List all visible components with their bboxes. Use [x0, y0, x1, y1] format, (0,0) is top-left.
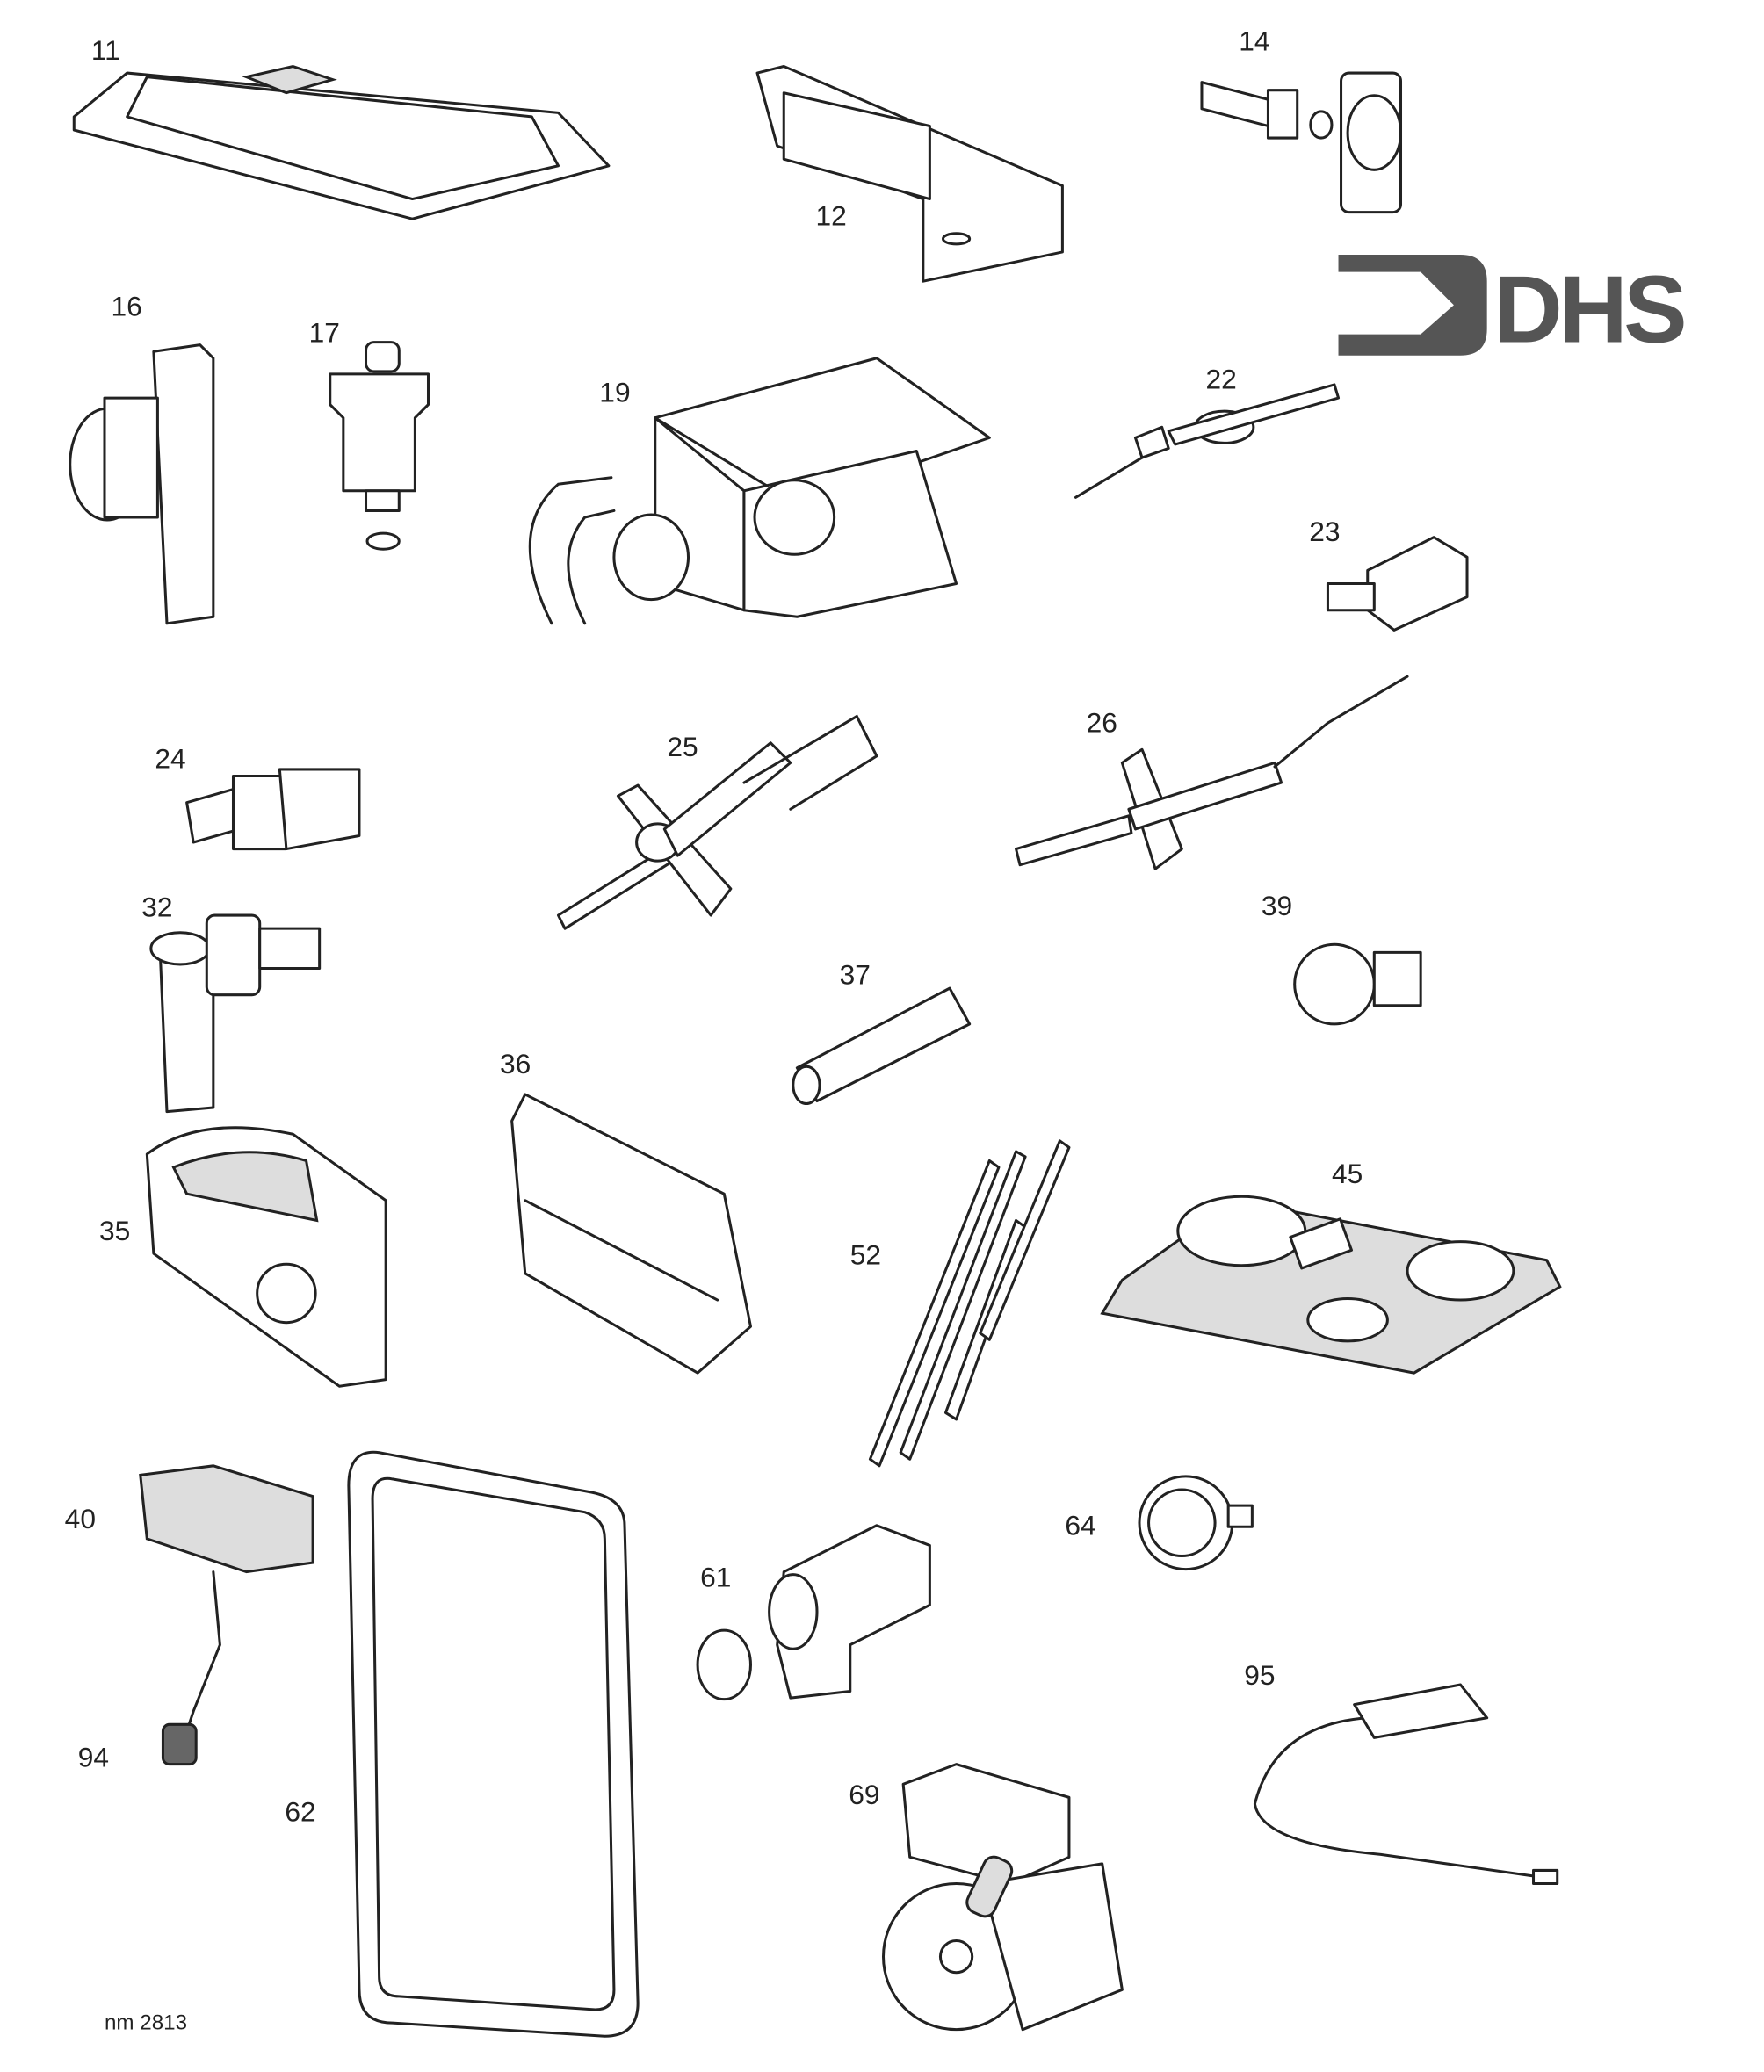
- drawing-reference: nm 2813: [105, 2011, 187, 2035]
- part-label-17: 17: [309, 317, 340, 349]
- part-26-electrode-drawing: [1015, 675, 1409, 870]
- part-52-strips-drawing: [868, 1139, 1071, 1468]
- part-22-probe-drawing: [1074, 383, 1341, 499]
- part-36-pcb-drawing: [510, 1093, 752, 1375]
- part-number-labels: 11 12 14 16 17 19 22 23 24 25 26 32 35 36 37 39 40 45 52 61…: [65, 25, 1363, 1827]
- part-label-23: 23: [1309, 516, 1340, 547]
- part-label-37: 37: [840, 959, 871, 991]
- part-label-36: 36: [500, 1048, 531, 1079]
- part-label-22: 22: [1205, 364, 1236, 395]
- part-24-sensor-drawing: [185, 768, 361, 851]
- part-61-elbow-drawing: [696, 1524, 931, 1701]
- part-label-94: 94: [78, 1742, 109, 1773]
- part-label-52: 52: [850, 1238, 881, 1270]
- part-32-valve-drawing: [149, 913, 322, 1114]
- part-label-11: 11: [91, 34, 120, 66]
- part-95-lead-drawing: [1253, 1683, 1559, 1886]
- part-label-69: 69: [849, 1779, 879, 1810]
- part-label-25: 25: [667, 731, 698, 762]
- part-64-gauge-drawing: [1138, 1475, 1254, 1571]
- part-label-95: 95: [1244, 1659, 1275, 1691]
- part-62-seal-drawing: [347, 1450, 640, 2038]
- part-69-pump-drawing: [882, 1763, 1124, 2032]
- part-35-control-box-drawing: [145, 1126, 387, 1388]
- part-40-ignitor-drawing: [139, 1464, 314, 1766]
- logo-text: DHS: [1493, 257, 1684, 364]
- part-label-61: 61: [700, 1561, 731, 1592]
- part-12-bracket-drawing: [755, 65, 1064, 283]
- part-label-62: 62: [285, 1796, 315, 1828]
- part-14-fitting-drawing: [1200, 71, 1403, 214]
- part-11-cover-drawing: [72, 64, 611, 220]
- part-label-32: 32: [141, 892, 172, 923]
- part-label-24: 24: [155, 742, 185, 774]
- part-45-gasket-set-drawing: [1100, 1195, 1562, 1375]
- part-label-45: 45: [1332, 1158, 1363, 1189]
- part-label-12: 12: [815, 200, 846, 232]
- part-label-14: 14: [1239, 25, 1269, 56]
- part-label-35: 35: [99, 1215, 130, 1246]
- part-label-19: 19: [599, 377, 630, 408]
- part-16-panel-drawing: [69, 343, 215, 625]
- part-25-electrode-drawing: [556, 714, 878, 930]
- part-17-vent-drawing: [329, 341, 430, 551]
- part-label-16: 16: [112, 290, 142, 321]
- part-label-26: 26: [1087, 707, 1117, 739]
- part-19-gas-valve-drawing: [528, 357, 991, 625]
- part-label-40: 40: [65, 1503, 96, 1534]
- part-23-switch-drawing: [1326, 536, 1469, 632]
- part-39-thermostat-drawing: [1293, 942, 1422, 1026]
- part-label-64: 64: [1065, 1509, 1095, 1541]
- part-37-fuse-drawing: [792, 986, 972, 1106]
- dhs-logo: DHS: [1338, 254, 1688, 364]
- part-label-39: 39: [1262, 890, 1292, 921]
